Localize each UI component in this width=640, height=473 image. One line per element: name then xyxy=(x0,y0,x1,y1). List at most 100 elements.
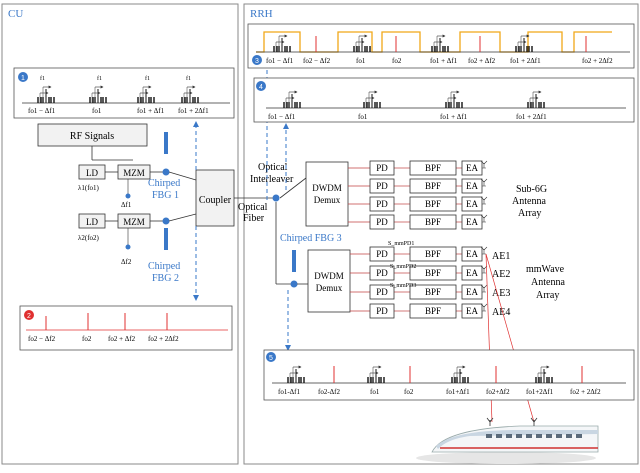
s-label-3: S_mmPD3 xyxy=(390,283,416,289)
ea-label: EA xyxy=(466,163,478,173)
pd-box xyxy=(369,178,395,194)
s5-label-3: fo1 xyxy=(370,388,380,396)
antenna-icon xyxy=(480,196,488,205)
spectrum-1-groups xyxy=(37,85,199,103)
s1-group-3 xyxy=(137,85,155,103)
bpf-label: BPF xyxy=(425,249,441,259)
ea-label: EA xyxy=(466,306,478,316)
s3-group-1 xyxy=(273,34,291,52)
s5-group-4 xyxy=(535,365,553,383)
s5-label-7: fo1+2Δf1 xyxy=(526,388,554,396)
pd-label: PD xyxy=(376,181,388,191)
fbg-1-label-a: Chirped xyxy=(148,178,180,189)
s1-top-2: f1 xyxy=(97,75,102,82)
pd-label: PD xyxy=(376,163,388,173)
s3-group-4 xyxy=(515,34,533,52)
bpf-box xyxy=(409,284,457,300)
s3-label-1: fo1 − Δf1 xyxy=(266,57,294,65)
spectrum-2-box xyxy=(19,305,233,351)
df1-label: Δf1 xyxy=(121,201,132,209)
sub6-label-a: Sub-6G xyxy=(516,184,547,195)
antenna-icon xyxy=(480,265,488,274)
bpf-label: BPF xyxy=(425,268,441,278)
bpf-box xyxy=(409,196,457,212)
s1-top-4: f1 xyxy=(186,75,191,82)
s4-label-3: fo1 + Δf1 xyxy=(440,113,468,121)
spectrum-3-red-lines xyxy=(315,36,587,52)
spectrum-5-groups xyxy=(287,365,553,383)
pd-label: PD xyxy=(376,249,388,259)
s4-label-4: fo1 + 2Δf1 xyxy=(516,113,547,121)
spectrum-5-red-lines xyxy=(333,366,583,383)
badge-2 xyxy=(24,310,34,320)
dwdm-1-label-b: Demux xyxy=(314,195,341,205)
s5-group-3 xyxy=(451,365,469,383)
rrh-title: RRH xyxy=(250,8,273,20)
s2-label-3: fo2 + Δf2 xyxy=(108,335,136,343)
badge-3 xyxy=(252,55,262,65)
pd-label: PD xyxy=(376,217,388,227)
mzm-1-label: MZM xyxy=(123,168,145,178)
s1-label-1: fo1 − Δf1 xyxy=(28,107,56,115)
s4-group-4 xyxy=(527,90,545,108)
antenna-icon xyxy=(480,160,488,169)
s1-group-1 xyxy=(37,85,55,103)
spectrum-3-groups xyxy=(273,34,533,52)
coupler-box xyxy=(195,169,235,227)
ld-2-label: LD xyxy=(86,217,98,227)
fbg-2-node xyxy=(162,217,170,225)
spectrum-4-box xyxy=(253,77,635,123)
fbg-1-label-b: FBG 1 xyxy=(152,190,179,201)
spectrum-1-box xyxy=(13,67,235,119)
bpf-label: BPF xyxy=(425,163,441,173)
s4-group-2 xyxy=(363,90,381,108)
s2-label-1: fo2 − Δf2 xyxy=(28,335,56,343)
dwdm-2-label-b: Demux xyxy=(316,283,343,293)
ld-1-label: LD xyxy=(86,168,98,178)
dwdm-2-label-a: DWDM xyxy=(314,271,344,281)
bpf-label: BPF xyxy=(425,181,441,191)
fbg-1-grating xyxy=(164,132,168,154)
badge-4-label: 4 xyxy=(259,84,263,91)
bpf-box xyxy=(409,265,457,281)
rf-signals-box xyxy=(37,123,148,147)
spectrum-3-box xyxy=(247,23,635,69)
s3-label-8: fo2 + 2Δf2 xyxy=(582,57,613,65)
s3-group-3 xyxy=(431,34,449,52)
s4-group-1 xyxy=(283,90,301,108)
s5-group-2 xyxy=(367,365,385,383)
interleaver-node xyxy=(272,194,280,202)
s1-top-3: f1 xyxy=(145,75,150,82)
ae-4-label: AE4 xyxy=(492,307,510,318)
mmwave-label-c: Array xyxy=(536,290,559,301)
badge-1 xyxy=(18,72,28,82)
s2-label-4: fo2 + 2Δf2 xyxy=(148,335,179,343)
s5-label-4: fo2 xyxy=(404,388,414,396)
s5-label-5: fo1+Δf1 xyxy=(446,388,470,396)
pd-box xyxy=(369,214,395,230)
lambda-2-label: λ2(fo2) xyxy=(78,234,100,242)
sub6-chain-1: PD BPF EA xyxy=(348,160,488,176)
interleaver-response xyxy=(256,31,612,53)
s3-label-7: fo1 + 2Δf1 xyxy=(510,57,541,65)
fbg-1-node xyxy=(162,168,170,176)
badge-3-label: 3 xyxy=(255,58,259,65)
dwdm-1-label-a: DWDM xyxy=(312,183,342,193)
badge-5 xyxy=(266,352,276,362)
bpf-box xyxy=(409,246,457,262)
s5-label-2: fo2-Δf2 xyxy=(318,388,340,396)
s1-group-2 xyxy=(89,85,107,103)
s1-label-3: fo1 + Δf1 xyxy=(137,107,165,115)
fbg-2-label-a: Chirped xyxy=(148,261,180,272)
ea-label: EA xyxy=(466,217,478,227)
antenna-icon xyxy=(480,303,488,312)
s4-label-1: fo1 − Δf1 xyxy=(268,113,296,121)
fbg-3-label: Chirped FBG 3 xyxy=(280,233,342,244)
pd-box xyxy=(369,246,395,262)
ea-label: EA xyxy=(466,268,478,278)
coupler-label: Coupler xyxy=(199,195,232,206)
